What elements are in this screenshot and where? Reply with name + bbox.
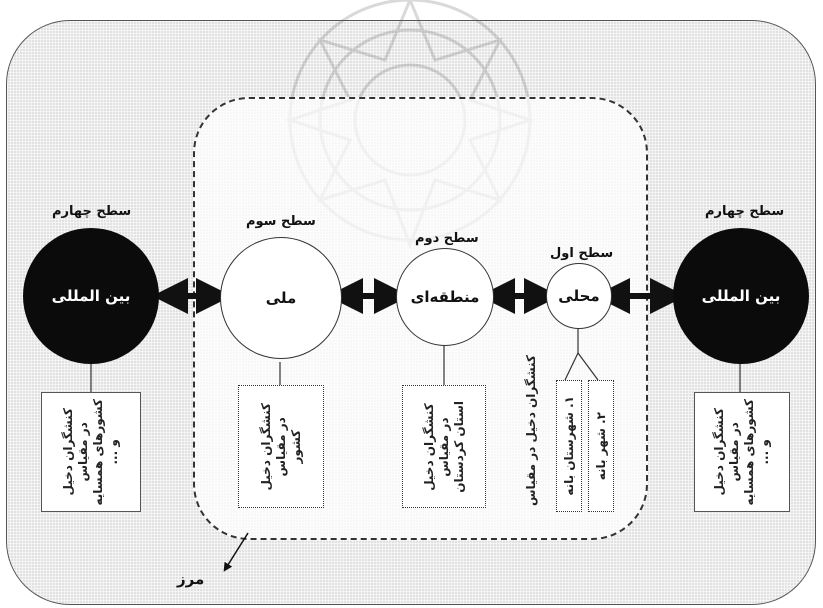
- actors-text-national: کنشگران دخیل در مقیاس کشور: [258, 402, 303, 491]
- actors-box-international-right: کنشگران دخیل در مقیاس کشورهای همسایه و .…: [694, 392, 790, 512]
- node-international-right: بین المللی: [673, 228, 809, 364]
- actors-text-international-left: کنشگران دخیل در مقیاس کشورهای همسایه و .…: [61, 398, 120, 506]
- level-label-second: سطح دوم: [415, 231, 479, 246]
- node-international-left: بین المللی: [23, 228, 159, 364]
- actors-box-national: کنشگران دخیل در مقیاس کشور: [238, 385, 324, 508]
- level-label-fourth-left: سطح چهارم: [52, 204, 132, 219]
- boundary-label: مرز: [177, 570, 205, 588]
- actors-box-local-city: ۲. شهر بانه: [588, 380, 614, 512]
- actors-text-international-right: کنشگران دخیل در مقیاس کشورهای همسایه و .…: [712, 398, 771, 506]
- level-label-first: سطح اول: [550, 246, 614, 261]
- level-label-third: سطح سوم: [246, 214, 316, 229]
- level-label-fourth-right: سطح چهارم: [705, 204, 785, 219]
- actors-box-regional: کنشگران دخیل در مقیاس استان کردستان: [402, 385, 486, 508]
- node-local: محلی: [546, 263, 612, 329]
- actors-box-international-left: کنشگران دخیل در مقیاس کشورهای همسایه و .…: [41, 392, 141, 512]
- node-national: ملی: [220, 237, 342, 359]
- actors-text-local-city: ۲. شهر بانه: [593, 411, 608, 481]
- node-regional: منطقه‌ای: [396, 248, 494, 346]
- actors-text-regional: کنشگران دخیل در مقیاس استان کردستان: [421, 400, 466, 493]
- actors-box-local-county: ۱. شهرستان بانه: [556, 380, 582, 512]
- actors-text-local-county: ۱. شهرستان بانه: [561, 396, 576, 496]
- local-actors-caption: کنشگران دخیل در مقیاس: [524, 355, 538, 506]
- boundary-pointer: [223, 532, 249, 572]
